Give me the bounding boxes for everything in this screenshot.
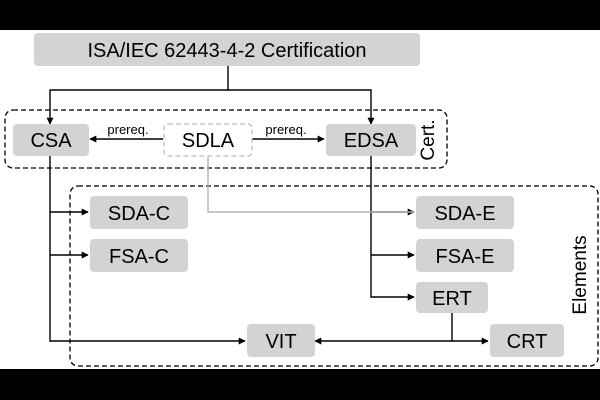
node-vit-label: VIT [265,331,296,353]
certification-diagram: Cert. Elements prereq. prereq. ISA/IEC 6… [4,33,599,367]
node-sda-e-label: SDA-E [434,203,495,225]
diagram-canvas: Cert. Elements prereq. prereq. ISA/IEC 6… [0,30,600,369]
prereq-label-csa: prereq. [107,122,148,137]
node-ert-label: ERT [432,288,472,310]
node-sda-e: SDA-E [416,196,514,229]
node-csa-label: CSA [30,130,72,152]
node-vit: VIT [247,324,315,357]
edge-ert-vit [314,312,453,345]
node-sda-c-label: SDA-C [108,203,170,225]
node-ert: ERT [416,282,488,313]
cert-group-border [4,109,448,169]
node-csa: CSA [13,124,89,156]
cert-group-label: Cert. [418,119,439,160]
node-fsa-c: FSA-C [90,239,188,272]
node-sdla: SDLA [163,123,253,157]
edge-sdla-elements [207,155,414,213]
edge-title-csa [46,66,229,125]
elements-group-border [69,185,599,367]
node-edsa-label: EDSA [344,130,399,152]
edge-csa-vit [49,155,246,345]
prereq-label-edsa: prereq. [265,122,306,137]
edge-edsa-ert [370,155,415,301]
elements-group-label: Elements [570,235,591,314]
node-crt: CRT [490,324,564,357]
node-fsa-c-label: FSA-C [109,246,169,268]
title-box-label: ISA/IEC 62443-4-2 Certification [87,40,366,62]
node-sda-c: SDA-C [90,196,188,229]
node-fsa-e: FSA-E [416,239,514,272]
node-edsa: EDSA [326,124,416,156]
node-title: ISA/IEC 62443-4-2 Certification [34,33,420,66]
node-crt-label: CRT [507,331,548,353]
edge-title-edsa [228,89,375,125]
node-fsa-e-label: FSA-E [436,246,495,268]
node-sdla-label: SDLA [182,130,235,152]
